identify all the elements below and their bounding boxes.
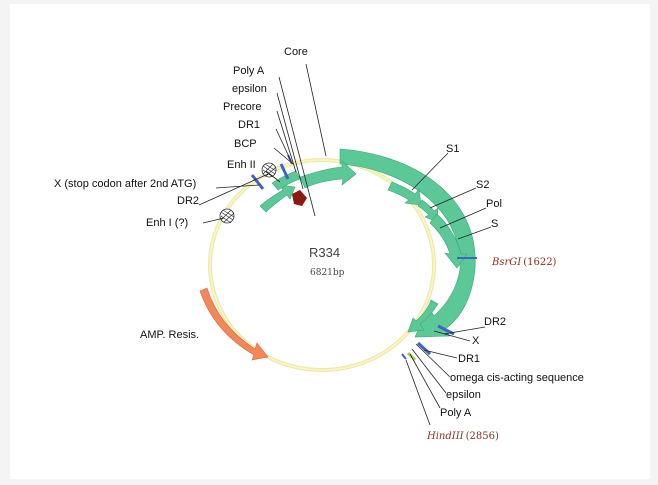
s-gene-arrow xyxy=(429,213,468,269)
label-epsilon-top: epsilon xyxy=(232,83,267,95)
label-pol: Pol xyxy=(486,198,502,210)
pol-gene-arrow xyxy=(339,148,476,338)
s1-gene-arrow xyxy=(387,181,422,206)
label-enh1: Enh I (?) xyxy=(146,217,188,229)
core-start-marker xyxy=(292,190,307,206)
label-x-right: X xyxy=(472,335,480,347)
label-s: S xyxy=(491,218,498,230)
plasmid-map-canvas: R334 6821bp Core Poly A epsilon Precore … xyxy=(10,4,650,479)
x-left-gene-arrow xyxy=(259,184,296,213)
label-omega: omega cis-acting sequence xyxy=(450,372,584,384)
plasmid-size: 6821bp xyxy=(310,268,345,278)
dr1-bottom-marker xyxy=(416,341,432,356)
label-enh2: Enh II xyxy=(227,159,256,171)
enh1-hatched-marker xyxy=(219,208,235,224)
x-left-marker xyxy=(250,174,265,190)
label-bcp: BCP xyxy=(234,138,257,150)
label-polyA-top: Poly A xyxy=(233,65,265,77)
label-dr1-top: DR1 xyxy=(238,119,260,131)
plasmid-name: R334 xyxy=(309,245,340,260)
label-dr2-left: DR2 xyxy=(177,195,199,207)
label-core: Core xyxy=(284,46,308,58)
label-dr2-right: DR2 xyxy=(484,316,506,328)
enh2-hatched-marker xyxy=(261,162,277,178)
label-epsilon-bottom: epsilon xyxy=(446,389,481,401)
plasmid-backbone-inner xyxy=(209,159,435,371)
label-x-stop: X (stop codon after 2nd ATG) xyxy=(54,178,196,190)
core-gene-arrow xyxy=(299,160,357,189)
label-precore: Precore xyxy=(223,101,262,113)
s2-gene-arrow xyxy=(417,199,439,223)
label-bsrgi: BsrGI(1622) xyxy=(491,257,557,268)
label-hindiii: HindIII(2856) xyxy=(426,431,499,442)
amp-resistance-arrow xyxy=(199,287,269,361)
label-dr1-bottom: DR1 xyxy=(458,353,480,365)
label-s2: S2 xyxy=(476,179,489,191)
precore-marker xyxy=(279,163,290,180)
label-polyA-bottom: Poly A xyxy=(440,407,472,419)
leader-lines xyxy=(198,63,492,426)
epsilon-bottom-marker xyxy=(401,353,407,360)
plasmid-map: R334 6821bp Core Poly A epsilon Precore … xyxy=(54,46,584,442)
x-gene-arrow xyxy=(407,299,439,333)
label-amp: AMP. Resis. xyxy=(140,329,199,341)
label-s1: S1 xyxy=(446,143,459,155)
